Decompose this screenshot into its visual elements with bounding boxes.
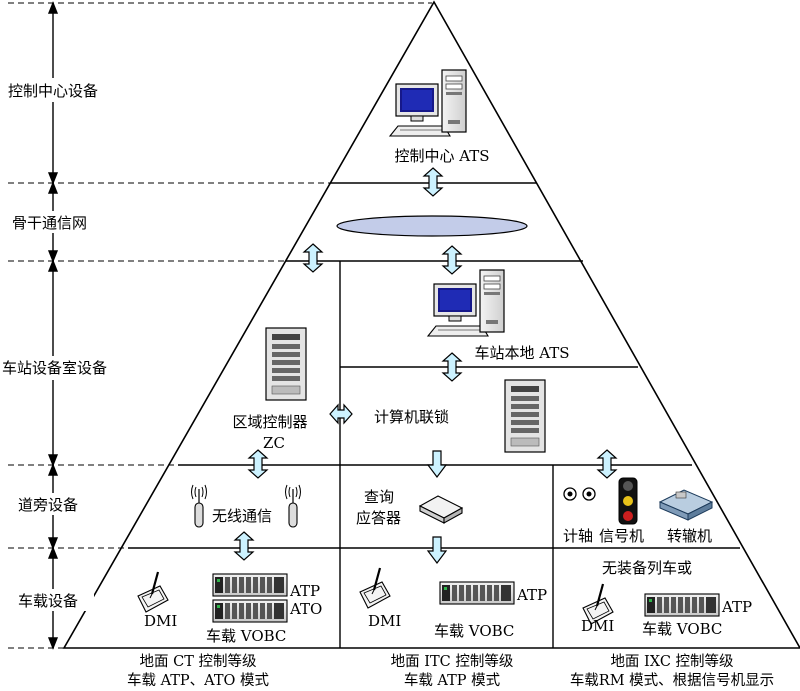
signal-label: 信号机 <box>599 527 644 545</box>
transponder-icon <box>418 495 464 524</box>
switch-machine-label: 转辙机 <box>667 527 712 545</box>
footer-itc-line2: 车载 ATP 模式 <box>404 672 501 689</box>
footer-ixc-line1: 地面 IXC 控制等级 <box>610 652 733 670</box>
radio-label: 无线通信 <box>212 507 272 525</box>
control-center-ats-label: 控制中心 ATS <box>394 147 489 165</box>
station-local-ats-label: 车站本地 ATS <box>474 344 569 362</box>
ixc-note-label: 无装备列车或 <box>602 559 692 577</box>
layer-label-backbone: 骨干通信网 <box>12 214 87 232</box>
itc-dmi-label: DMI <box>368 612 401 630</box>
axle-counter-label: 计轴 <box>563 527 593 545</box>
transponder-label-line2: 应答器 <box>356 509 401 527</box>
interlocking-label: 计算机联锁 <box>374 408 449 426</box>
ct-atp-label: ATP <box>289 582 320 600</box>
itc-vobc-unit-icon <box>439 581 515 605</box>
ixc-vobc-label: 车载 VOBC <box>642 620 722 638</box>
ct-vobc-atp-unit-icon <box>212 573 288 597</box>
ixc-atp-label: ATP <box>721 598 752 616</box>
layer-label-control-center: 控制中心设备 <box>8 82 98 100</box>
ixc-vobc-unit-icon <box>644 593 720 617</box>
itc-vobc-label: 车载 VOBC <box>434 622 514 640</box>
footer-ct-line2: 车载 ATP、ATO 模式 <box>127 672 270 689</box>
signal-light-icon <box>618 477 638 525</box>
footer-ct-line1: 地面 CT 控制等级 <box>140 652 257 670</box>
ct-vobc-ato-unit-icon <box>212 599 288 623</box>
footer-itc-line1: 地面 ITC 控制等级 <box>391 652 514 670</box>
axle-counter-icon <box>563 487 596 501</box>
layer-label-wayside: 道旁设备 <box>18 496 78 514</box>
interlocking-server-icon <box>504 379 546 453</box>
itc-atp-label: ATP <box>516 586 547 604</box>
ixc-dmi-label: DMI <box>581 617 614 635</box>
zc-interlocking-link-arrow-icon <box>329 403 353 425</box>
ct-dmi-label: DMI <box>144 612 177 630</box>
ct-vobc-label: 车载 VOBC <box>206 627 286 645</box>
layer-label-station-room: 车站设备室设备 <box>2 359 107 377</box>
zc-server-icon <box>265 327 307 401</box>
transponder-label-line1: 查询 <box>364 488 394 506</box>
ct-ato-label: ATO <box>289 600 322 618</box>
backbone-network-icon <box>336 215 528 237</box>
zc-label-line2: ZC <box>263 434 285 452</box>
zc-label-line1: 区域控制器 <box>232 413 307 431</box>
switch-machine-icon <box>658 489 714 521</box>
footer-ixc-line2: 车载RM 模式、根据信号机显示 <box>570 672 774 689</box>
layer-label-onboard: 车载设备 <box>18 592 78 610</box>
layer-guides <box>8 2 432 649</box>
